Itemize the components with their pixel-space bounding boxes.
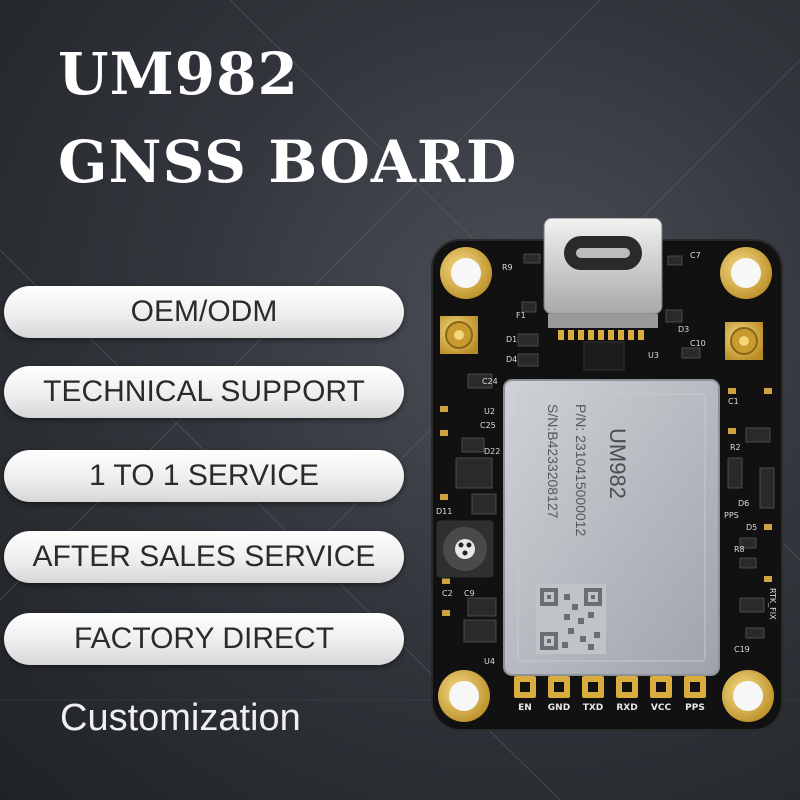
silk-c7: C7 — [690, 251, 701, 260]
service-label: TECHNICAL SUPPORT — [43, 375, 365, 408]
ic-chip-icon — [583, 341, 625, 371]
um982-module: UM982 P/N: 2310415000012 S/N:B4233208127 — [503, 379, 720, 676]
service-pill-technical-support: TECHNICAL SUPPORT — [4, 366, 404, 418]
product-title-line2: GNSS BOARD — [58, 128, 518, 196]
pin-label-vcc: VCC — [651, 703, 672, 713]
silk-r8: R8 — [734, 545, 745, 554]
silk-d4: D4 — [506, 355, 517, 364]
silk-c24: C24 — [482, 377, 498, 386]
silk-d5: D5 — [746, 523, 757, 532]
pin-label-pps: PPS — [685, 703, 705, 713]
silk-u3: U3 — [648, 351, 659, 360]
silk-c2: C2 — [442, 589, 453, 598]
silk-u4: U4 — [484, 657, 495, 666]
silk-d3: D3 — [678, 325, 689, 334]
module-name: UM982 — [605, 428, 630, 499]
silk-c25: C25 — [480, 421, 496, 430]
buzzer-icon — [435, 519, 495, 579]
pin-label-gnd: GND — [548, 703, 570, 713]
qr-code-icon — [536, 584, 606, 654]
silk-c1: C1 — [728, 397, 739, 406]
module-pn: P/N: 2310415000012 — [573, 404, 589, 537]
gold-pads-icon — [440, 388, 772, 616]
smd-components-icon — [455, 253, 775, 643]
antenna-connector-icon — [725, 322, 763, 360]
customization-label: Customization — [60, 697, 301, 739]
usb-pins-icon — [558, 330, 644, 340]
silk-r2: R2 — [730, 443, 741, 452]
mounting-hole-icon — [722, 670, 774, 722]
pin-label-rxd: RXD — [616, 703, 637, 713]
mounting-hole-icon — [438, 670, 490, 722]
silk-c19: C19 — [734, 645, 750, 654]
service-pill-factory-direct: FACTORY DIRECT — [4, 613, 404, 665]
silk-d22: D22 — [484, 447, 500, 456]
gnss-board-photo: UM982 P/N: 2310415000012 S/N:B4233208127… — [431, 218, 783, 731]
module-sn: S/N:B4233208127 — [545, 404, 561, 519]
service-label: FACTORY DIRECT — [73, 622, 335, 655]
silk-d1: D1 — [506, 335, 517, 344]
product-title-line1: UM982 — [58, 40, 299, 108]
pin-label-txd: TXD — [583, 703, 604, 713]
mounting-hole-icon — [440, 247, 492, 299]
service-label: AFTER SALES SERVICE — [32, 540, 376, 573]
usb-c-connector-icon — [543, 218, 663, 328]
service-pill-one-to-one: 1 TO 1 SERVICE — [4, 450, 404, 502]
pin-label-en: EN — [518, 703, 532, 713]
mounting-hole-icon — [720, 247, 772, 299]
silk-c10: C10 — [690, 339, 706, 348]
pin-header — [514, 676, 706, 698]
service-label: OEM/ODM — [130, 295, 278, 328]
antenna-connector-icon — [440, 316, 478, 354]
silk-rtk-fix: RTK_FIX — [768, 588, 777, 620]
silk-d11: D11 — [436, 507, 452, 516]
service-pill-after-sales: AFTER SALES SERVICE — [4, 531, 404, 583]
service-label: 1 TO 1 SERVICE — [88, 459, 320, 492]
silk-pps: PPS — [724, 511, 739, 520]
silk-f1: F1 — [516, 311, 526, 320]
silk-c9: C9 — [464, 589, 475, 598]
silk-r9: R9 — [502, 263, 513, 272]
service-pill-oem: OEM/ODM — [4, 286, 404, 338]
silk-d6: D6 — [738, 499, 749, 508]
silk-u2: U2 — [484, 407, 495, 416]
